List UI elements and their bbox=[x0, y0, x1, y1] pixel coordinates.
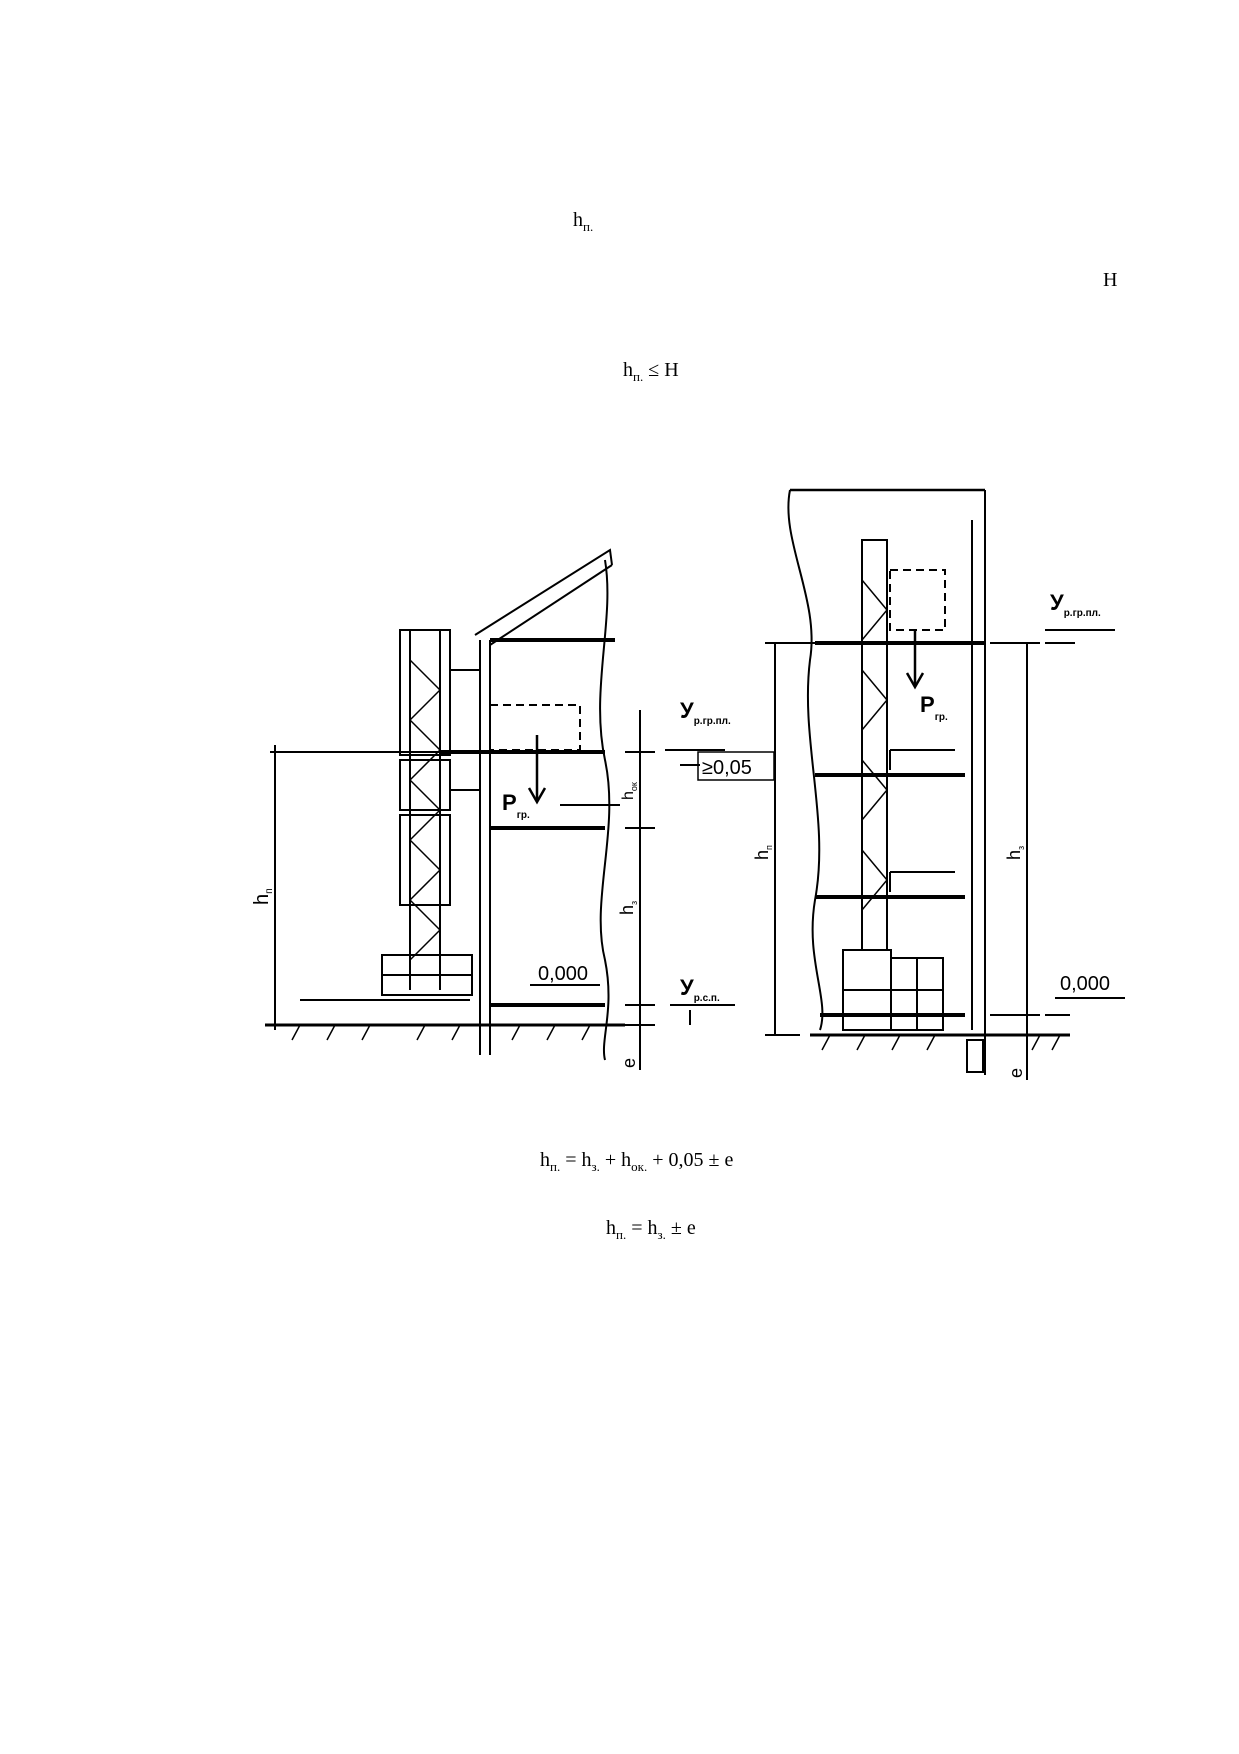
label-zero-left: 0,000 bbox=[538, 963, 588, 985]
formula-2: hп. = hз. ± e bbox=[606, 1217, 696, 1242]
label-min-gap: ≥0,05 bbox=[702, 757, 752, 779]
label-p-right: Pгр. bbox=[920, 692, 948, 723]
label-h-p-right: hп bbox=[752, 845, 774, 860]
formula-1: hп. = hз. + hок. + 0,05 ± e bbox=[540, 1149, 734, 1174]
label-zero-right: 0,000 bbox=[1060, 973, 1110, 995]
label-e-left: e bbox=[619, 1058, 639, 1068]
h-p-symbol: hп. bbox=[573, 209, 594, 234]
inequality-formula: hп. ≤ H bbox=[623, 359, 679, 384]
label-e-right: e bbox=[1006, 1068, 1026, 1078]
label-h-z-right: hз bbox=[1004, 846, 1026, 860]
H-symbol: H bbox=[1103, 269, 1118, 291]
label-y-ground: Ур.с.п. bbox=[680, 975, 720, 1004]
label-h-ok: hок bbox=[620, 782, 639, 800]
label-y-top-left: Ур.гр.пл. bbox=[680, 698, 731, 727]
label-p-left: Pгр. bbox=[502, 790, 530, 821]
label-h-p-left: hп bbox=[251, 888, 275, 905]
label-y-top-right: Ур.гр.пл. bbox=[1050, 590, 1101, 619]
label-h-z-left: hз bbox=[617, 901, 639, 915]
